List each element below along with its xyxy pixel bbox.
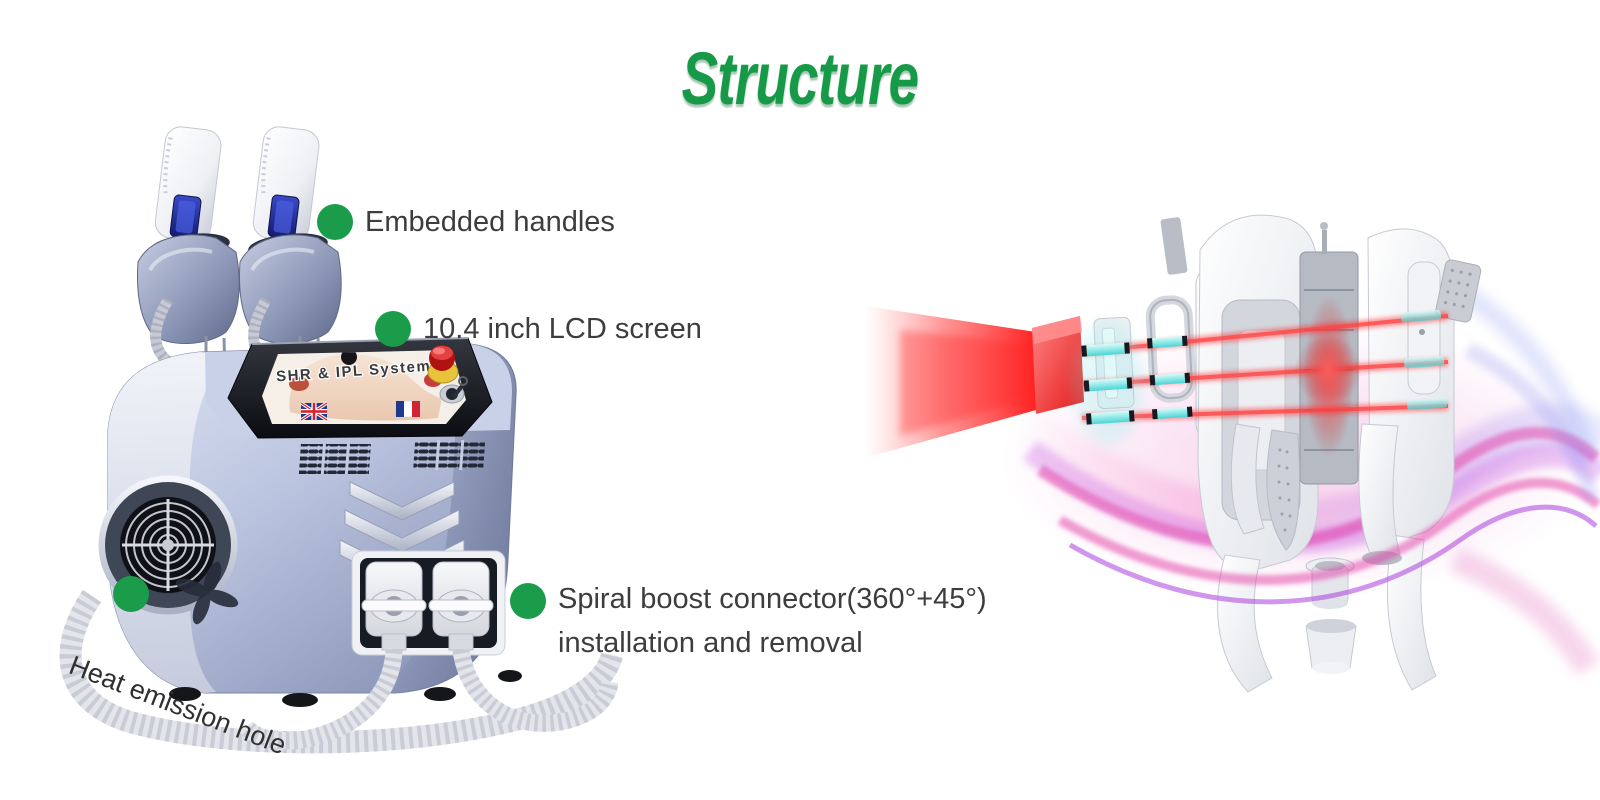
callout-spiral-connector: Spiral boost connector(360°+45°) install… — [510, 577, 987, 665]
grip-shell-left — [1230, 423, 1300, 551]
spiral-connector-right — [428, 561, 494, 651]
front-vents — [298, 440, 486, 474]
green-dot-icon — [317, 204, 353, 240]
treatment-handle-right — [252, 126, 320, 242]
uk-flag-icon — [300, 401, 328, 422]
red-light-beam — [865, 306, 1036, 458]
perforated-plate — [1435, 259, 1482, 323]
callout-label: 10.4 inch LCD screen — [423, 313, 702, 345]
spiral-connector-left — [361, 561, 427, 651]
small-plate-top — [1160, 217, 1188, 275]
handle-cradle-right — [239, 233, 342, 344]
cooling-fan — [98, 475, 238, 615]
green-dot-icon — [375, 311, 411, 347]
sealing-gasket — [1145, 295, 1197, 403]
callout-embedded-handles: Embedded handles — [317, 204, 615, 240]
exploded-view-illustration — [865, 214, 1600, 693]
page-title-text: Structure — [681, 37, 920, 120]
connector-cable-right — [452, 648, 619, 732]
machine-illustration: SHR & IPL System — [59, 126, 623, 754]
green-dot-icon — [510, 583, 546, 619]
page-title: Structure — [0, 36, 1600, 121]
callout-label: Embedded handles — [365, 206, 615, 238]
callout-lcd-screen: 10.4 inch LCD screen — [375, 311, 702, 347]
callout-label: Spiral boost connector(360°+45°) install… — [558, 577, 987, 665]
lamp-crystal — [1032, 316, 1084, 414]
green-dot-icon heat-emission-dot — [113, 576, 149, 612]
connector-cable-left — [238, 649, 403, 750]
france-flag-icon — [395, 400, 421, 418]
grip-pad — [1266, 429, 1300, 551]
emergency-stop-button — [427, 345, 459, 384]
light-swirl-front — [1057, 342, 1600, 605]
device-feet — [169, 670, 522, 707]
lcd-screen: SHR & IPL System — [227, 337, 493, 439]
callout-label-line1: Spiral boost connector(360°+45°) — [558, 583, 987, 615]
side-vent-icon — [175, 561, 239, 625]
treatment-handle-left — [154, 126, 222, 242]
connector-cup-large — [1305, 619, 1357, 674]
filter-glass-stack — [1072, 309, 1448, 445]
callout-label-line2: installation and removal — [558, 627, 863, 659]
key-switch — [439, 376, 468, 404]
